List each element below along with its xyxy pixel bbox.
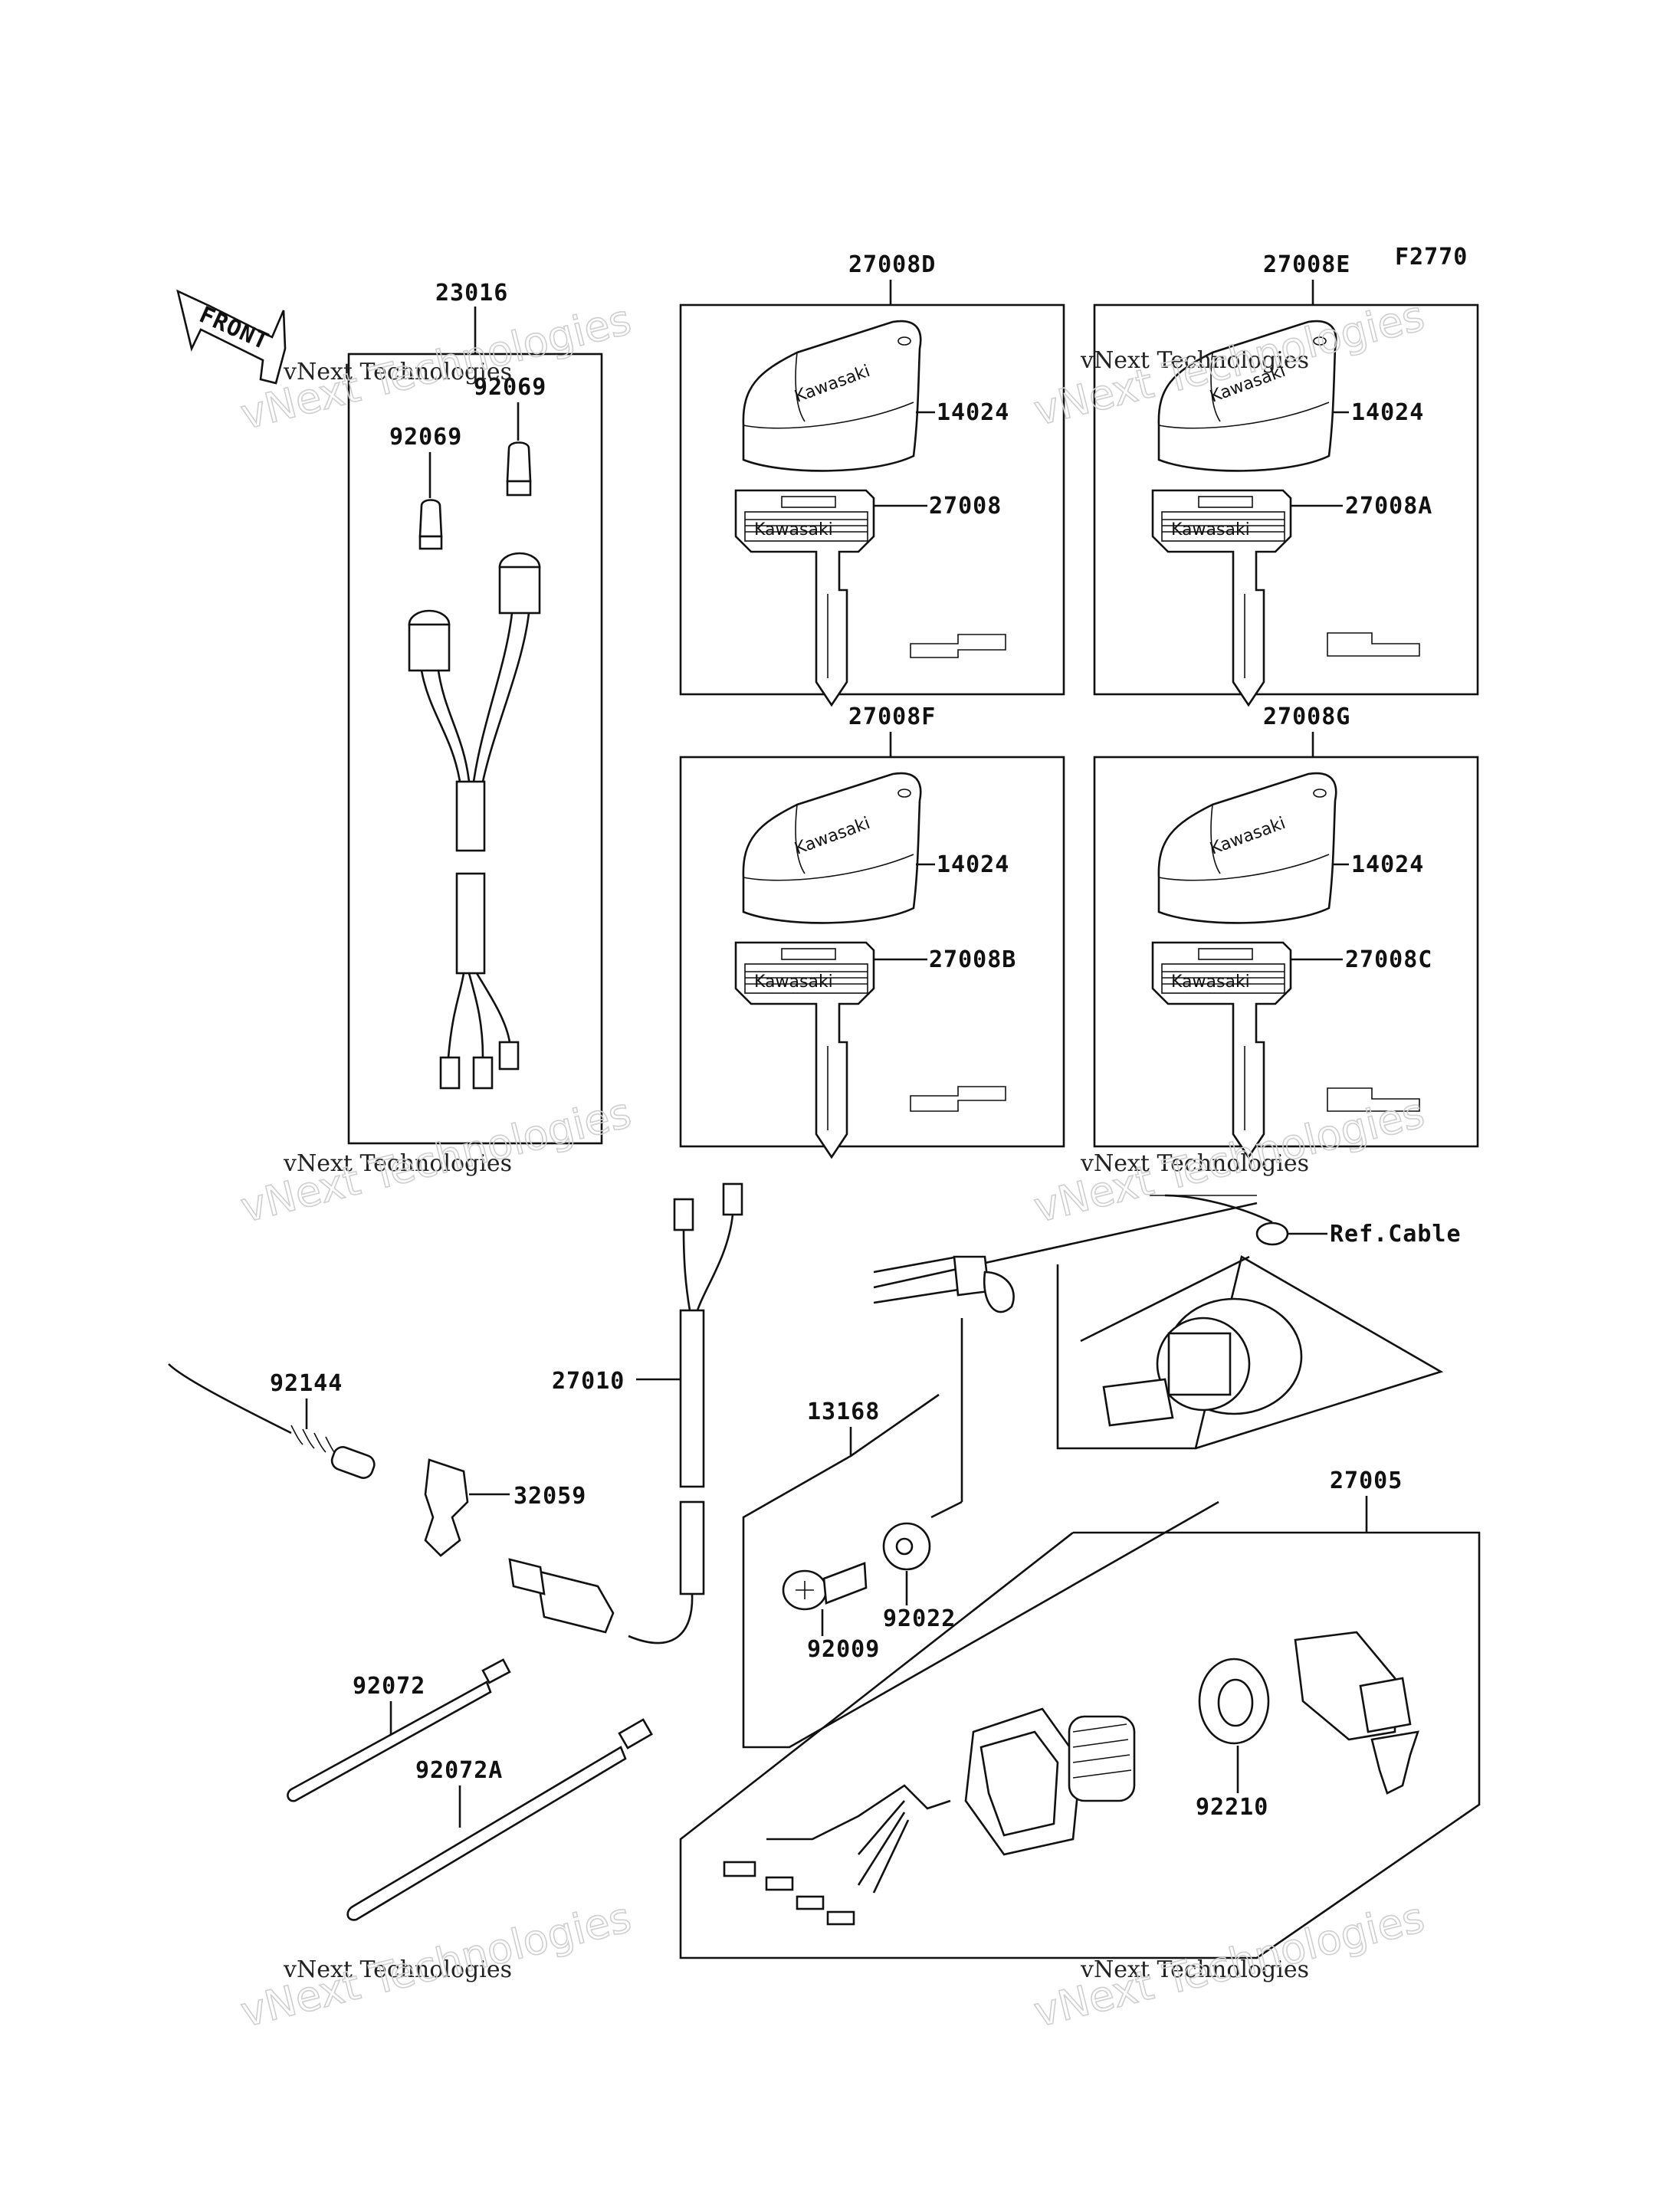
label-92144: 92144 xyxy=(270,1370,343,1397)
label-92069-left: 92069 xyxy=(389,424,462,451)
label-27008A: 27008A xyxy=(1345,493,1432,520)
group-box-27008F xyxy=(679,756,1065,1148)
harness-27010-icon xyxy=(508,1182,743,1644)
cable-icon xyxy=(873,1194,1289,1313)
label-32059: 32059 xyxy=(514,1483,586,1510)
label-14024-f: 14024 xyxy=(937,851,1009,878)
label-23016: 23016 xyxy=(435,280,508,307)
screw-icon xyxy=(782,1562,868,1611)
cable-tie-icon xyxy=(287,1658,511,1802)
label-92072A: 92072A xyxy=(415,1757,503,1784)
knob-icon xyxy=(742,320,922,472)
diagram-text: vNext Technologies xyxy=(1080,1956,1309,1983)
label-92072: 92072 xyxy=(353,1673,425,1700)
label-27005: 27005 xyxy=(1330,1467,1403,1494)
clip-icon xyxy=(424,1458,469,1557)
ignition-switch-icon xyxy=(723,1631,1419,1926)
harness-23016-icon xyxy=(408,552,541,1090)
diagram-text: vNext Technologies xyxy=(1080,347,1309,374)
switch-housing-icon xyxy=(1056,1255,1444,1450)
key-icon xyxy=(734,941,875,1159)
label-92009: 92009 xyxy=(807,1636,880,1663)
label-ref-cable: Ref.Cable xyxy=(1330,1221,1462,1248)
diagram-text: vNext Technologies xyxy=(283,359,512,385)
spring-icon xyxy=(168,1363,376,1479)
figure-code: F2770 xyxy=(1395,244,1468,271)
group-box-27008D xyxy=(679,303,1065,696)
label-27008D: 27008D xyxy=(848,251,936,278)
label-14024-d: 14024 xyxy=(937,399,1009,426)
front-arrow-icon: FRONT xyxy=(176,289,287,385)
label-27008F: 27008F xyxy=(848,703,936,730)
diagram-text: vNext Technologies xyxy=(283,1956,512,1983)
label-27008C: 27008C xyxy=(1345,946,1432,973)
group-box-27008G xyxy=(1093,756,1479,1148)
front-arrow-label: FRONT xyxy=(195,301,273,356)
diagram-text: vNext Technologies xyxy=(283,1150,512,1177)
group-box-27005 xyxy=(679,1531,1481,1959)
label-14024-g: 14024 xyxy=(1351,851,1424,878)
key-icon xyxy=(734,489,875,707)
washer-icon xyxy=(882,1522,931,1571)
label-27008B: 27008B xyxy=(929,946,1016,973)
cable-tie-a-icon xyxy=(346,1718,653,1921)
label-27008G: 27008G xyxy=(1263,703,1350,730)
bulb-icon xyxy=(418,441,532,550)
diagram-text: vNext Technologies xyxy=(1080,1150,1309,1177)
label-14024-e: 14024 xyxy=(1351,399,1424,426)
label-92069-right: 92069 xyxy=(474,374,546,401)
label-92210: 92210 xyxy=(1196,1794,1268,1821)
label-92022: 92022 xyxy=(883,1605,956,1632)
group-box-27008E xyxy=(1093,303,1479,696)
label-13168: 13168 xyxy=(807,1399,880,1425)
label-27010: 27010 xyxy=(552,1368,625,1395)
group-box-23016 xyxy=(347,353,603,1145)
key-icon xyxy=(1151,489,1292,707)
knob-icon xyxy=(742,772,922,924)
knob-icon xyxy=(1157,772,1337,924)
label-27008: 27008 xyxy=(929,493,1002,520)
label-27008E: 27008E xyxy=(1263,251,1350,278)
